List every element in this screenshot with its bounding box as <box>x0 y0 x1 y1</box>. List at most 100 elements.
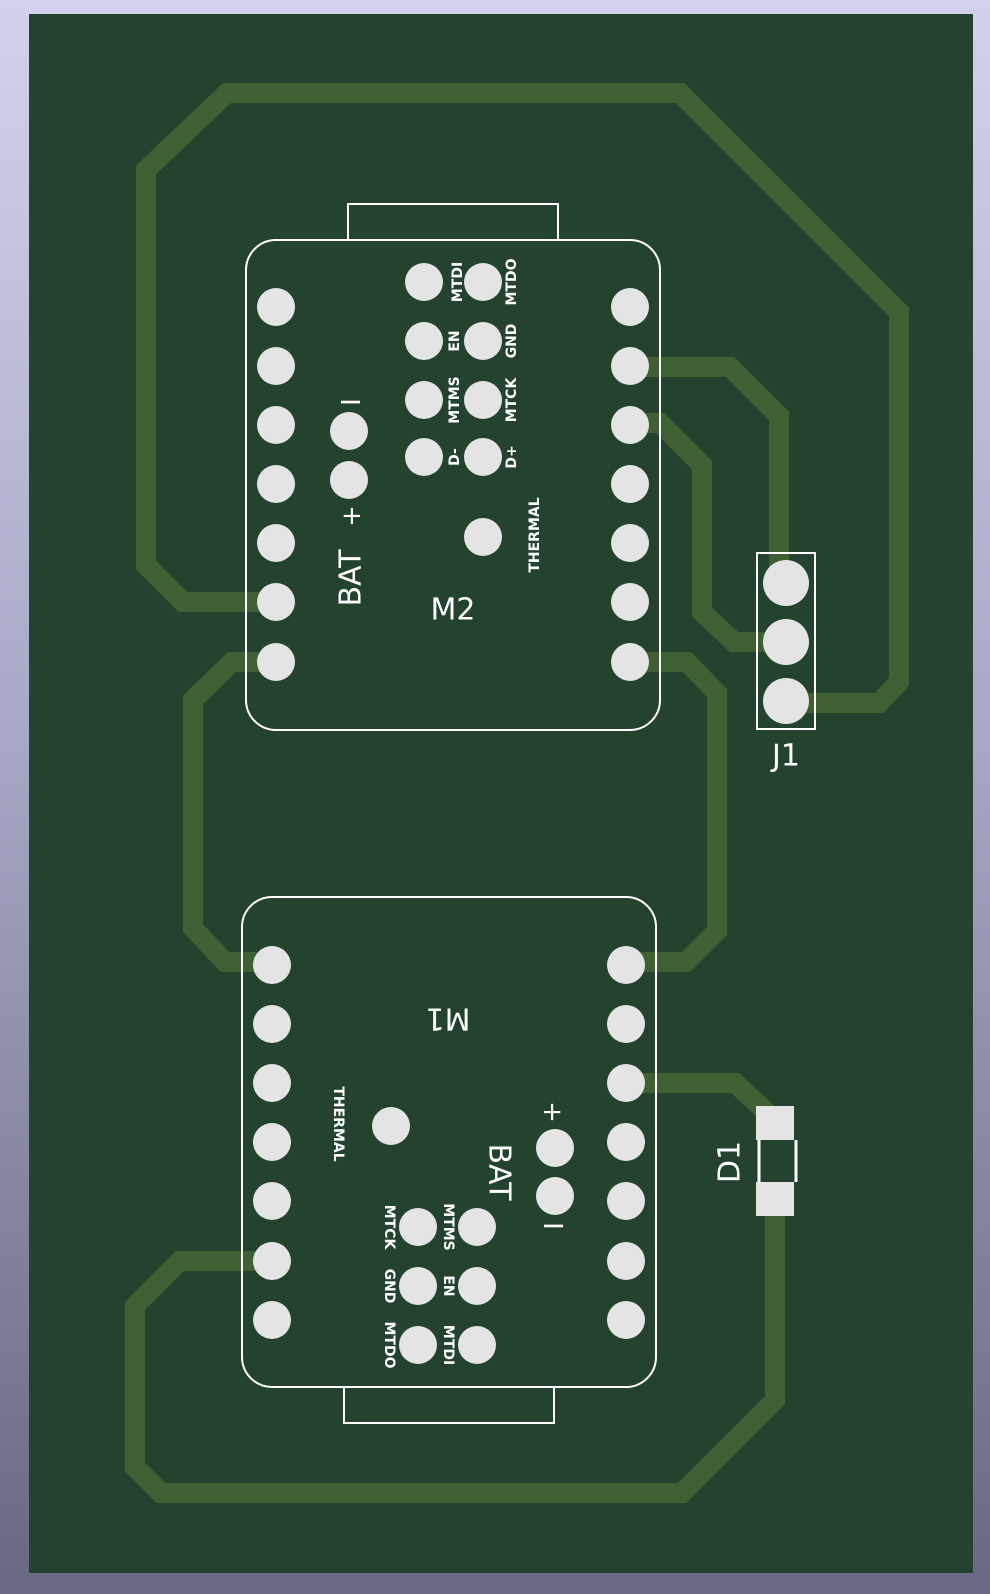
trace-module-link-left <box>183 652 280 972</box>
m2-pad <box>611 465 649 503</box>
m1-reference: M1 <box>426 1001 471 1036</box>
m2-battery-pads <box>330 412 368 499</box>
m1-pad <box>253 1064 291 1102</box>
m2-pad <box>257 524 295 562</box>
m2-pad <box>611 288 649 326</box>
m1-pad <box>253 1301 291 1339</box>
m1-pin-label-mtck: MTCK <box>381 1205 397 1251</box>
m1-pad <box>253 1005 291 1043</box>
m2-pad <box>257 465 295 503</box>
j1-pin-3 <box>763 678 809 724</box>
m2-right-header <box>611 288 649 681</box>
m2-pad <box>405 381 443 419</box>
m2-pad <box>611 643 649 681</box>
m1-bat-minus-label: I <box>537 1222 567 1230</box>
m2-pad <box>611 524 649 562</box>
connector-j1: J1 <box>756 552 816 774</box>
m1-pin-label-mtdo: MTDO <box>381 1321 397 1368</box>
trace-d1-bottom-loop <box>125 1190 785 1503</box>
m2-bat-plus-pad <box>330 461 368 499</box>
trace-j1-pin1 <box>620 357 789 594</box>
m2-body-outline <box>245 239 661 731</box>
m2-pad <box>257 583 295 621</box>
m1-pad <box>399 1267 437 1305</box>
m2-thermal-label: THERMAL <box>527 497 543 572</box>
m1-pad <box>607 946 645 984</box>
m1-thermal-label: THERMAL <box>330 1086 346 1161</box>
m1-pad <box>399 1326 437 1364</box>
m1-usb-outline <box>343 1386 555 1424</box>
m1-battery-pads <box>536 1129 574 1215</box>
m2-pad <box>405 438 443 476</box>
m1-pad <box>607 1242 645 1280</box>
j1-reference: J1 <box>770 739 800 774</box>
copper-traces <box>125 83 909 1503</box>
d1-reference: D1 <box>713 1141 748 1183</box>
m2-pin-label-mtdo: MTDO <box>504 258 520 305</box>
m1-thermal-pad <box>372 1107 410 1145</box>
m2-bat-label: BAT <box>334 549 369 607</box>
m1-pad <box>253 946 291 984</box>
m2-pin-label-dplus: D+ <box>504 445 520 468</box>
module-m2: MTDI MTDO EN GND MTMS MTCK D- D+ THERMAL… <box>245 203 661 731</box>
m1-pad <box>607 1005 645 1043</box>
m2-pad <box>464 438 502 476</box>
m1-right-header <box>607 946 645 1339</box>
m2-bat-minus-pad <box>330 412 368 450</box>
module-m1: M1 THERMAL + BAT I MTCK MTMS GND EN MTDO… <box>241 896 657 1424</box>
j1-pin-2 <box>763 619 809 665</box>
m2-pad <box>611 583 649 621</box>
m1-pad <box>458 1267 496 1305</box>
m1-pin-label-mtdi: MTDI <box>440 1325 456 1365</box>
m1-pin-label-mtms: MTMS <box>440 1203 456 1251</box>
m1-bat-label: BAT <box>482 1143 517 1201</box>
m2-pad <box>257 347 295 385</box>
m2-pad <box>257 288 295 326</box>
m2-pad <box>405 263 443 301</box>
m2-pad <box>464 381 502 419</box>
m2-pad <box>611 406 649 444</box>
m2-pin-label-gnd: GND <box>504 324 520 359</box>
m2-thermal-pad <box>464 518 502 556</box>
m2-left-header <box>257 288 295 681</box>
d1-pad-2 <box>756 1182 794 1216</box>
m1-pad <box>607 1123 645 1161</box>
m1-bat-minus-pad <box>536 1177 574 1215</box>
m1-pad <box>253 1123 291 1161</box>
m2-pad <box>611 347 649 385</box>
j1-pin-1 <box>763 560 809 606</box>
m2-bat-plus-label: + <box>337 505 367 527</box>
m2-pad <box>405 322 443 360</box>
m1-bat-plus-label: + <box>537 1101 567 1123</box>
m1-jtag-pads <box>372 1107 496 1364</box>
m1-pad <box>607 1301 645 1339</box>
diode-d1: D1 <box>713 1106 798 1216</box>
d1-pad-1 <box>756 1106 794 1140</box>
m1-left-header <box>253 946 291 1339</box>
m2-bat-minus-label: I <box>337 398 367 406</box>
m1-pin-label-gnd: GND <box>381 1269 397 1304</box>
trace-outer-loop <box>136 83 909 713</box>
j1-outline <box>756 552 816 730</box>
m2-jtag-pads <box>405 263 502 556</box>
trace-j1-pin2 <box>620 413 795 652</box>
m2-pin-label-dminus: D- <box>447 448 463 466</box>
m1-pad <box>253 1242 291 1280</box>
m1-pad <box>458 1208 496 1246</box>
m2-pad <box>257 406 295 444</box>
m1-pad <box>458 1326 496 1364</box>
m2-pin-label-mtms: MTMS <box>447 376 463 424</box>
m1-pin-label-en: EN <box>440 1275 456 1296</box>
m2-pad <box>464 263 502 301</box>
trace-module-link-right <box>620 652 727 972</box>
m1-bat-plus-pad <box>536 1129 574 1167</box>
m1-pad <box>607 1064 645 1102</box>
m2-pin-label-en: EN <box>447 330 463 351</box>
m2-pad <box>257 643 295 681</box>
m2-pin-label-mtdi: MTDI <box>450 262 466 302</box>
m1-pad <box>607 1182 645 1220</box>
m2-pad <box>464 322 502 360</box>
m1-pad <box>253 1182 291 1220</box>
m2-reference: M2 <box>431 593 476 628</box>
